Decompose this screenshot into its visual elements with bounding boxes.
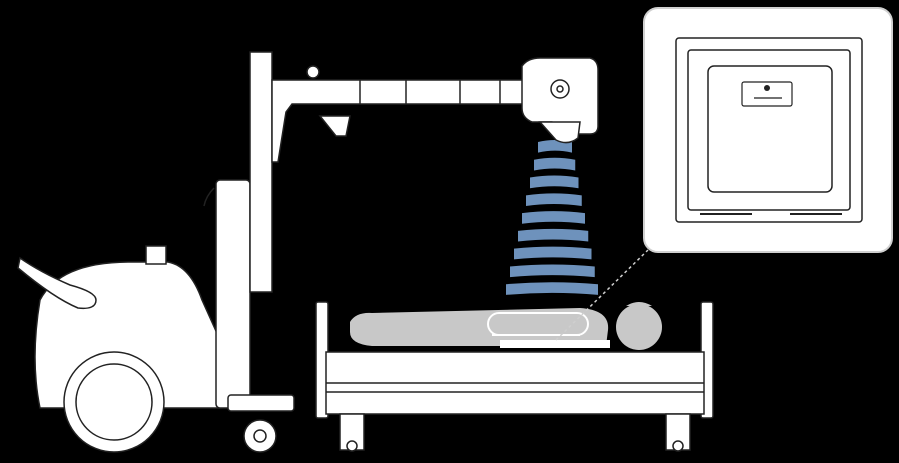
beam-band xyxy=(526,193,582,206)
beam-band xyxy=(534,158,575,171)
patient-icon xyxy=(350,302,662,350)
beam-band xyxy=(506,282,598,295)
beam-band xyxy=(514,247,592,260)
beam-band xyxy=(530,176,579,189)
beam-band xyxy=(522,211,585,224)
xray-tube-head-icon xyxy=(522,58,598,143)
brand-logo-icon xyxy=(764,85,770,91)
beam-band xyxy=(518,229,588,242)
flat-panel-detector-icon xyxy=(644,8,892,252)
xray-beam-icon xyxy=(506,140,598,295)
beam-band xyxy=(510,264,595,277)
